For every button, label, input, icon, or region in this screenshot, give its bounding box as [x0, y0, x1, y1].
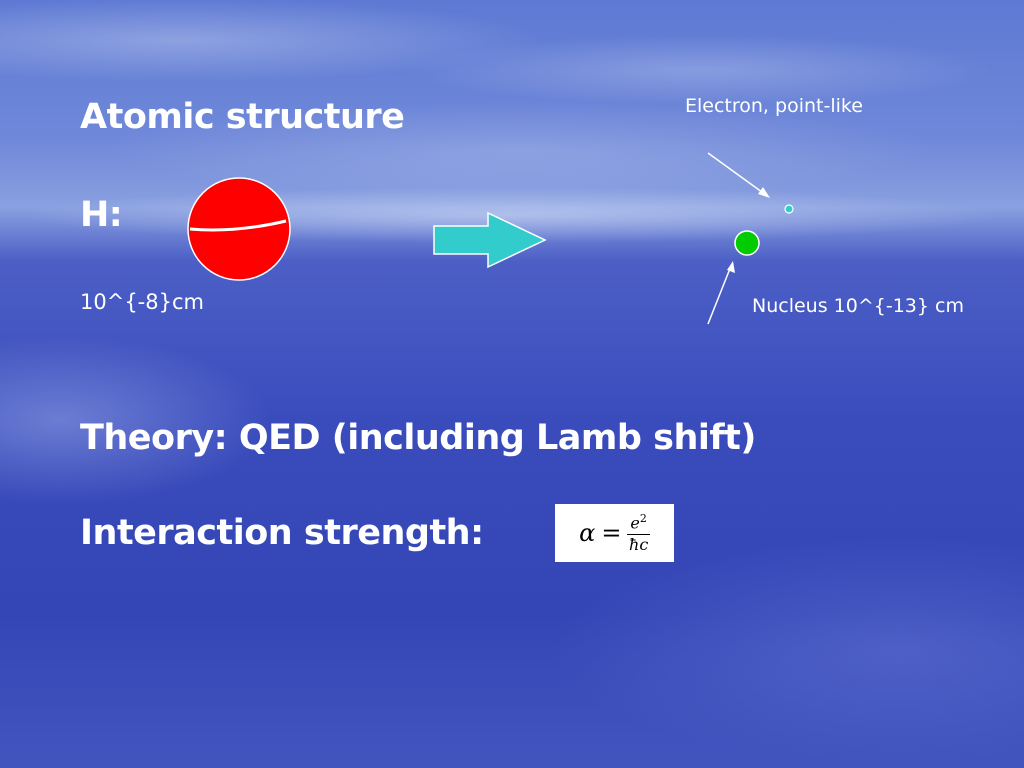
nucleus-pointer-arrowhead — [727, 261, 735, 273]
nucleus-label: Nucleus 10^{-13} cm — [752, 295, 964, 317]
formula-fraction: e2 ħc — [627, 513, 650, 554]
interaction-text: Interaction strength: — [80, 513, 484, 553]
atom-size-label: 10^{-8}cm — [80, 290, 204, 314]
formula-equals: = — [601, 519, 622, 547]
theory-text: Theory: QED (including Lamb shift) — [80, 418, 756, 458]
formula-denominator: ħc — [629, 534, 649, 554]
hydrogen-label: H: — [80, 195, 123, 235]
electron-dot — [784, 204, 794, 214]
transition-arrow — [433, 211, 547, 269]
atom-equator-line — [189, 219, 287, 232]
fine-structure-formula: α = e2 ħc — [555, 504, 674, 562]
formula-numerator: e2 — [627, 513, 650, 535]
electron-label: Electron, point-like — [685, 95, 863, 117]
electron-pointer-arrowhead — [758, 187, 770, 198]
slide-title: Atomic structure — [80, 97, 405, 137]
formula-alpha: α — [579, 519, 596, 547]
nucleus-pointer-line — [707, 265, 732, 325]
nucleus-circle — [734, 230, 760, 256]
electron-pointer-line — [707, 152, 767, 196]
